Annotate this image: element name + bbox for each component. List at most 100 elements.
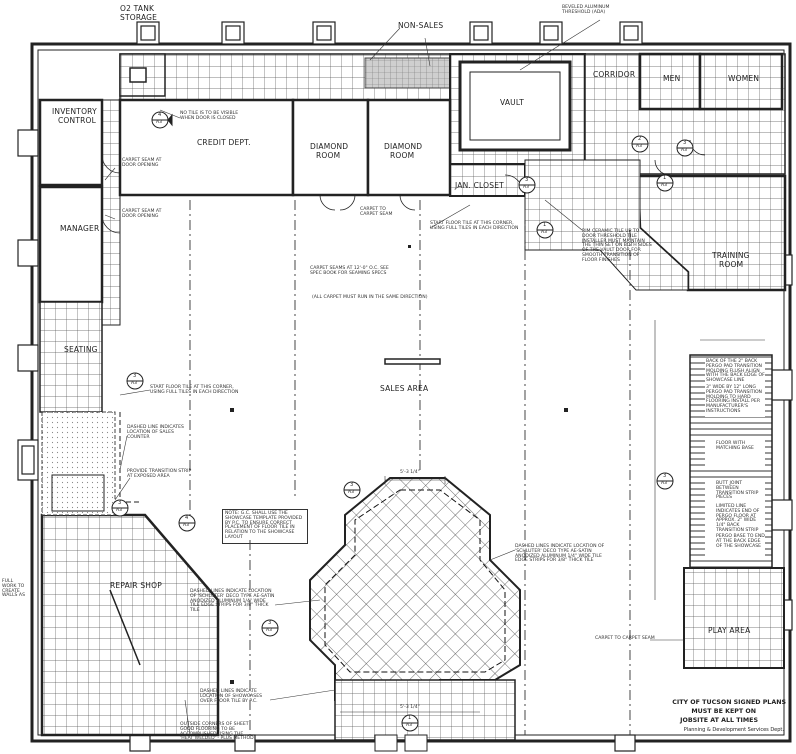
callout-sheet: A3 [266, 628, 272, 633]
o2-tank-label: O2 TANK [120, 4, 155, 13]
note-beveled-threshold: BEVELED ALUMINUM THRESHOLD (ADA) [562, 5, 610, 15]
callout-6 [178, 514, 196, 532]
note-butt-joint: BUTT JOINT BETWEEN TRANSITION STRIP PIEC… [716, 481, 759, 501]
jan-closet-label: JAN. CLOSET [455, 181, 504, 190]
note-no-tile: NO TILE IS TO BE VISIBLE WHEN DOOR IS CL… [180, 111, 239, 121]
callout-2 [518, 176, 536, 194]
office-walls [118, 98, 452, 197]
men-label: MEN [663, 74, 681, 83]
stamp-line-3: JOBSITE AT ALL TIMES [680, 717, 758, 724]
repair-diagonal [109, 589, 141, 666]
non-sales-label: NON-SALES [398, 21, 444, 30]
note-carpet-seam-1: CARPET SEAM AT DOOR OPENING [122, 158, 162, 168]
diamond-room-2-label-2: ROOM [390, 151, 415, 160]
callout-3 [536, 221, 554, 239]
showcase-bottom-grid [334, 679, 516, 741]
callout-sheet: A3 [116, 508, 122, 513]
callout-number: 1 [543, 222, 547, 228]
callout-13 [631, 135, 649, 153]
pergo-label-box-2 [705, 440, 765, 470]
callout-sheet: A3 [131, 381, 137, 386]
callout-8 [261, 619, 279, 637]
callout-number: 2 [638, 136, 642, 142]
callout-sheet: A3 [681, 148, 687, 153]
door-bottom-2 [404, 734, 428, 752]
callout-1 [151, 111, 173, 129]
inventory-label-2: CONTROL [58, 116, 97, 125]
callout-sheet: A3 [406, 723, 412, 728]
callout-number: 1 [408, 715, 412, 721]
left-office-walls [38, 98, 104, 304]
callout-number: 3 [683, 140, 687, 146]
diamond-room-2-label: DIAMOND [384, 142, 423, 151]
callout-number: 3 [350, 482, 354, 488]
note-carpet-seam-2: CARPET SEAM AT DOOR OPENING [122, 209, 162, 219]
non-sales-shaded-zone [364, 57, 451, 89]
callout-number: 4 [158, 112, 162, 118]
callout-number: 3 [663, 473, 667, 479]
callout-sheet: A3 [661, 183, 667, 188]
vault-inner [469, 71, 561, 141]
stamp-line-4: Planning & Development Services Dept. [683, 727, 784, 733]
repair-bench [51, 474, 105, 512]
callout-number: 3 [118, 500, 122, 506]
dimension-bottom: 5'-3 1/4" [400, 705, 420, 710]
callout-4 [126, 372, 144, 390]
section-callouts [111, 111, 694, 732]
carpet-seams [189, 200, 631, 735]
callout-sheet: A3 [183, 523, 189, 528]
callout-7 [343, 481, 361, 499]
seating-tile [39, 301, 103, 413]
training-label-2: ROOM [719, 260, 744, 269]
pergo-label-box-3 [705, 480, 765, 560]
callout-sheet: A3 [541, 230, 547, 235]
leader-lines [104, 19, 684, 736]
callout-number: 3 [268, 620, 272, 626]
training-label: TRAINING [712, 251, 750, 260]
note-schluter-2: DASHED LINES INDICATE LOCATION OF 'SCHLU… [515, 544, 605, 564]
diamond-room-1-label: DIAMOND [310, 142, 349, 151]
o2-tank-label-2: STORAGE [120, 13, 158, 22]
callout-sheet: A3 [636, 144, 642, 149]
stamp-line-2: MUST BE KEPT ON [691, 708, 756, 715]
note-start-floor-tile-2: START FLOOR TILE AT THIS CORNER, USING F… [150, 385, 239, 395]
note-side-left: FULL WORK TO CREATE WALLS AS [2, 579, 25, 599]
note-showcases: DASHED LINES INDICATE LOCATION OF SHOWCA… [200, 689, 263, 704]
callout-number: 3 [525, 177, 529, 183]
credit-dept-label: CREDIT DEPT. [197, 138, 251, 147]
diamond-room-1-label-2: ROOM [316, 151, 341, 160]
pergo-label-box-1 [705, 362, 765, 417]
floor-columns [230, 245, 568, 684]
callout-sheet: A3 [523, 185, 529, 190]
showcase-dashed-outline [324, 489, 506, 673]
vault-room [458, 60, 572, 152]
note-back-of-bevel: BACK OF THE 2" BACK PERGO PAD TRANSITION… [706, 359, 765, 384]
note-schluter-1: DASHED LINES INDICATE LOCATION OF 'SCHLU… [190, 589, 275, 614]
door-bottom-1 [374, 734, 398, 752]
repair-shop [40, 513, 220, 737]
womens-room [698, 52, 784, 111]
callout-sheet: A3 [156, 120, 162, 125]
callout-number: 4 [185, 515, 189, 521]
note-floor-matching: FLOOR WITH MATCHING BASE [716, 441, 754, 451]
note-three-inch: 3" WIDE BY 12" LONG PERGO PAD TRANSITION… [706, 385, 762, 415]
dimension-lines [340, 320, 765, 713]
callout-sheet: A3 [348, 490, 354, 495]
note-carpet-seams-12: CARPET SEAMS AT 12'-0" O.C. SEE SPEC BOO… [310, 266, 389, 276]
stamp-line-1: CITY OF TUCSON SIGNED PLANS [672, 699, 786, 706]
corridor-label: CORRIDOR [593, 70, 636, 79]
note-carpet-direction: (ALL CARPET MUST RUN IN THE SAME DIRECTI… [312, 295, 428, 300]
callout-10 [656, 472, 674, 490]
jan-closet-tile [449, 163, 526, 197]
showcase-diamond-tile [309, 477, 521, 701]
note-pergo-base: PERGO BASE TO END AT THE BACK EDGE OF TH… [716, 534, 765, 549]
callout-11 [656, 174, 674, 192]
manager-label: MANAGER [60, 224, 100, 233]
note-carpet-to-carpet-2: CARPET TO CARPET SEAM [595, 636, 655, 641]
note-carpet-to-carpet: CARPET TO CARPET SEAM [360, 207, 393, 217]
callout-sheet: A3 [661, 481, 667, 486]
note-ceramic-tile: RIM CERAMIC TILE UP TO DOOR THRESHOLD TI… [582, 229, 652, 263]
note-sales-counter: DASHED LINE INDICATES LOCATION OF SALES … [127, 425, 184, 440]
note-gc: NOTE: G.C. SHALL USE THE SHOWCASE TEMPLA… [222, 509, 308, 544]
sales-fixture [384, 358, 441, 365]
